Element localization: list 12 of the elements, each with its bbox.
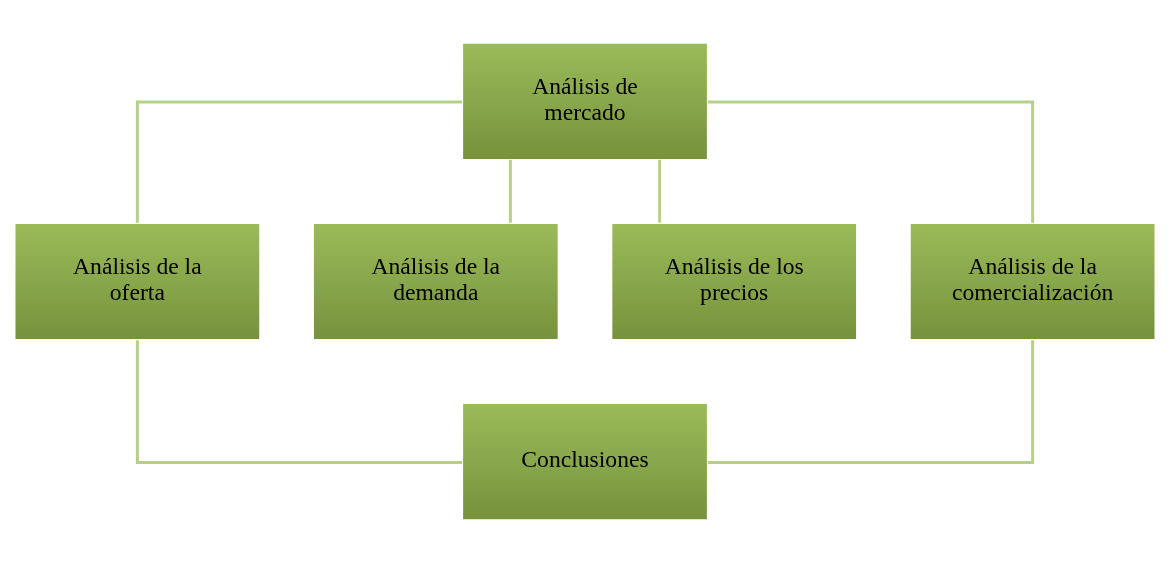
node-box: Análisis de la oferta <box>14 222 261 341</box>
connector <box>707 100 1035 223</box>
node-box: Análisis de la demanda <box>312 222 560 341</box>
node-box: Análisis de mercado <box>461 42 709 161</box>
connector <box>658 159 662 223</box>
connector <box>135 100 463 223</box>
connector <box>508 159 512 223</box>
node-box: Conclusiones <box>461 402 709 521</box>
connector <box>707 340 1035 464</box>
node-box: Análisis de la comercialización <box>909 222 1156 341</box>
connector <box>135 340 463 464</box>
node-box: Análisis de los precios <box>610 222 858 341</box>
